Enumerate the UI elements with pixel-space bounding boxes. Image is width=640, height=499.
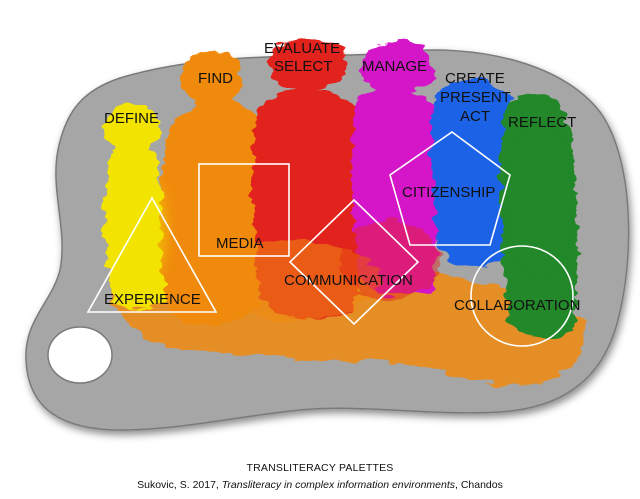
figure-title: TRANSLITERACY PALETTES — [246, 462, 394, 474]
label-communication: COMMUNICATION — [284, 272, 413, 289]
label-experience: EXPERIENCE — [104, 291, 201, 308]
label-media: MEDIA — [216, 235, 264, 252]
citation-book-title: Transliteracy in complex information env… — [221, 479, 455, 491]
citation-suffix: , Chandos — [455, 479, 503, 491]
label-manage: MANAGE — [362, 58, 427, 75]
paint-blend-red — [340, 220, 440, 300]
shape-labels: EXPERIENCE MEDIA COMMUNICATION CITIZENSH… — [104, 184, 580, 314]
label-collaboration: COLLABORATION — [454, 297, 580, 314]
diamond-shape — [288, 198, 420, 326]
label-present: PRESENT — [440, 89, 511, 106]
label-select: SELECT — [274, 58, 332, 75]
paint-glow-yellow — [114, 170, 166, 290]
square-shape — [198, 163, 290, 257]
label-evaluate: EVALUATE — [264, 40, 340, 57]
label-create: CREATE — [445, 70, 505, 87]
stage-labels: DEFINE FIND EVALUATE SELECT MANAGE CREAT… — [104, 40, 576, 131]
paint-red-blob — [268, 38, 348, 90]
paint-blend-warm — [200, 240, 380, 320]
thumb-hole — [47, 326, 113, 384]
label-reflect: REFLECT — [508, 114, 576, 131]
transliteracy-palette-diagram: DEFINE FIND EVALUATE SELECT MANAGE CREAT… — [25, 38, 630, 431]
figure-citation: Sukovic, S. 2017, Transliteracy in compl… — [0, 479, 640, 491]
circle-shape — [470, 245, 574, 347]
label-act: ACT — [460, 108, 490, 125]
triangle-shape — [86, 196, 218, 313]
paint-orange-blob — [182, 50, 242, 110]
paint-magenta-blob — [362, 40, 434, 96]
paint-glow-green — [516, 130, 564, 270]
citation-prefix: Sukovic, S. 2017, — [137, 479, 222, 491]
paint-blue — [432, 79, 517, 267]
paint-yellow-blob — [104, 104, 160, 152]
label-define: DEFINE — [104, 110, 159, 127]
label-find: FIND — [198, 70, 233, 87]
pentagon-shape — [389, 131, 511, 246]
shape-outlines — [86, 131, 574, 347]
label-citizenship: CITIZENSHIP — [402, 184, 495, 201]
